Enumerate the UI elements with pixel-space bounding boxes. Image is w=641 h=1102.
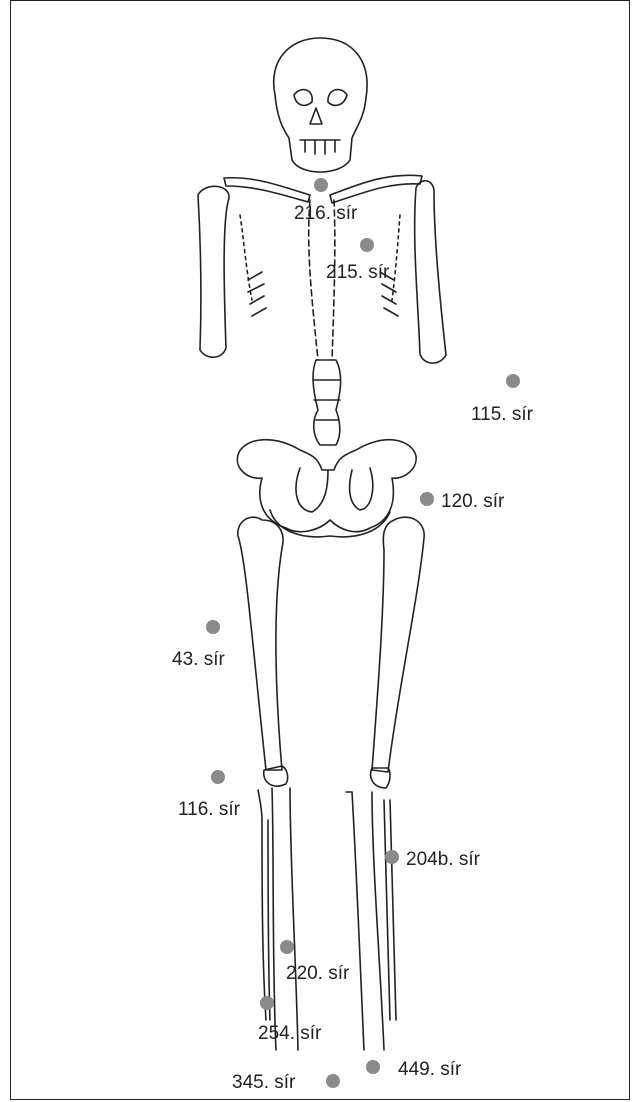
grave-label-43: 43. sír bbox=[172, 650, 225, 669]
grave-marker-115 bbox=[506, 374, 520, 388]
grave-marker-254 bbox=[260, 996, 274, 1010]
grave-marker-116 bbox=[211, 770, 225, 784]
grave-marker-43 bbox=[206, 620, 220, 634]
grave-marker-345 bbox=[326, 1074, 340, 1088]
grave-label-120: 120. sír bbox=[441, 492, 504, 511]
grave-marker-449 bbox=[366, 1060, 380, 1074]
grave-label-216: 216. sír bbox=[294, 204, 357, 223]
grave-marker-220 bbox=[280, 940, 294, 954]
grave-label-215: 215. sír bbox=[326, 263, 389, 282]
grave-label-115: 115. sír bbox=[471, 405, 533, 424]
skull bbox=[274, 38, 367, 172]
grave-marker-216 bbox=[314, 178, 328, 192]
grave-marker-204b bbox=[385, 850, 399, 864]
grave-label-220: 220. sír bbox=[286, 964, 349, 983]
grave-marker-120 bbox=[420, 492, 434, 506]
grave-label-449: 449. sír bbox=[398, 1060, 461, 1079]
grave-label-254: 254. sír bbox=[258, 1024, 321, 1043]
spine bbox=[309, 200, 341, 445]
grave-label-116: 116. sír bbox=[178, 800, 240, 819]
femurs bbox=[238, 517, 424, 772]
grave-marker-215 bbox=[360, 238, 374, 252]
grave-label-345: 345. sír bbox=[232, 1073, 295, 1092]
grave-label-204b: 204b. sír bbox=[406, 850, 480, 869]
lower-legs bbox=[258, 788, 396, 1050]
